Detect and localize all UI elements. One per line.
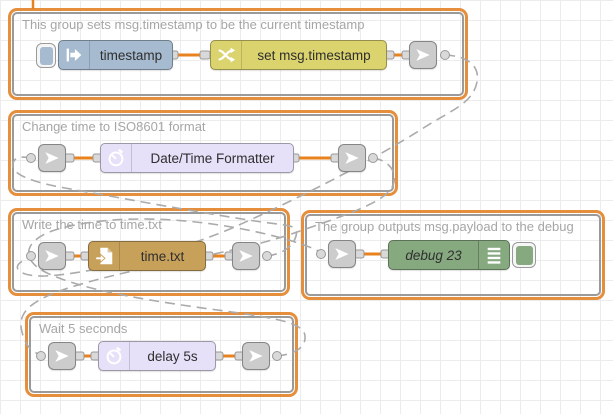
link-arrow-icon [249,350,263,362]
node-label: time.txt [140,248,185,264]
node-label: timestamp [99,47,163,63]
file-node[interactable]: time.txt [88,241,206,271]
node-label: debug 23 [405,247,462,263]
inject-node[interactable]: timestamp [58,40,173,70]
inject-button-fill [39,46,53,65]
group-label: The group outputs msg.payload to the deb… [315,219,574,234]
link-out-node[interactable] [232,242,260,270]
link-out-node[interactable] [409,41,437,69]
link-arrow-icon [55,350,69,362]
datetime-formatter-node[interactable]: Date/Time Formatter [100,143,294,173]
inject-arrow-icon [59,41,90,69]
delay-node[interactable]: delay 5s [98,341,216,371]
timer-icon [101,144,132,172]
link-arrow-icon [239,250,253,262]
console-lines-icon [478,241,509,269]
link-arrow-icon [335,248,349,260]
group-label: Wait 5 seconds [39,321,128,336]
link-out-node[interactable] [338,144,366,172]
debug-toggle-fill [515,245,533,265]
group-label: Change time to ISO8601 format [22,119,206,134]
link-arrow-icon [45,250,59,262]
node-label: Date/Time Formatter [150,150,275,166]
link-arrow-icon [345,152,359,164]
debug-node[interactable]: debug 23 [388,240,510,270]
shuffle-icon [211,41,242,69]
timer-icon [99,342,130,370]
link-in-node[interactable] [38,242,66,270]
file-out-icon [89,242,120,270]
node-label: set msg.timestamp [257,47,371,63]
debug-toggle-button[interactable] [512,242,536,268]
group-label: Write the time to time.txt [22,217,162,232]
node-label: delay 5s [147,348,198,364]
link-in-node[interactable] [328,240,356,268]
link-arrow-icon [45,152,59,164]
link-in-node[interactable] [48,342,76,370]
link-out-node[interactable] [242,342,270,370]
link-arrow-icon [416,49,430,61]
inject-button[interactable] [36,43,56,68]
group-label: This group sets msg.timestamp to be the … [22,17,365,32]
link-in-node[interactable] [38,144,66,172]
change-node[interactable]: set msg.timestamp [210,40,387,70]
